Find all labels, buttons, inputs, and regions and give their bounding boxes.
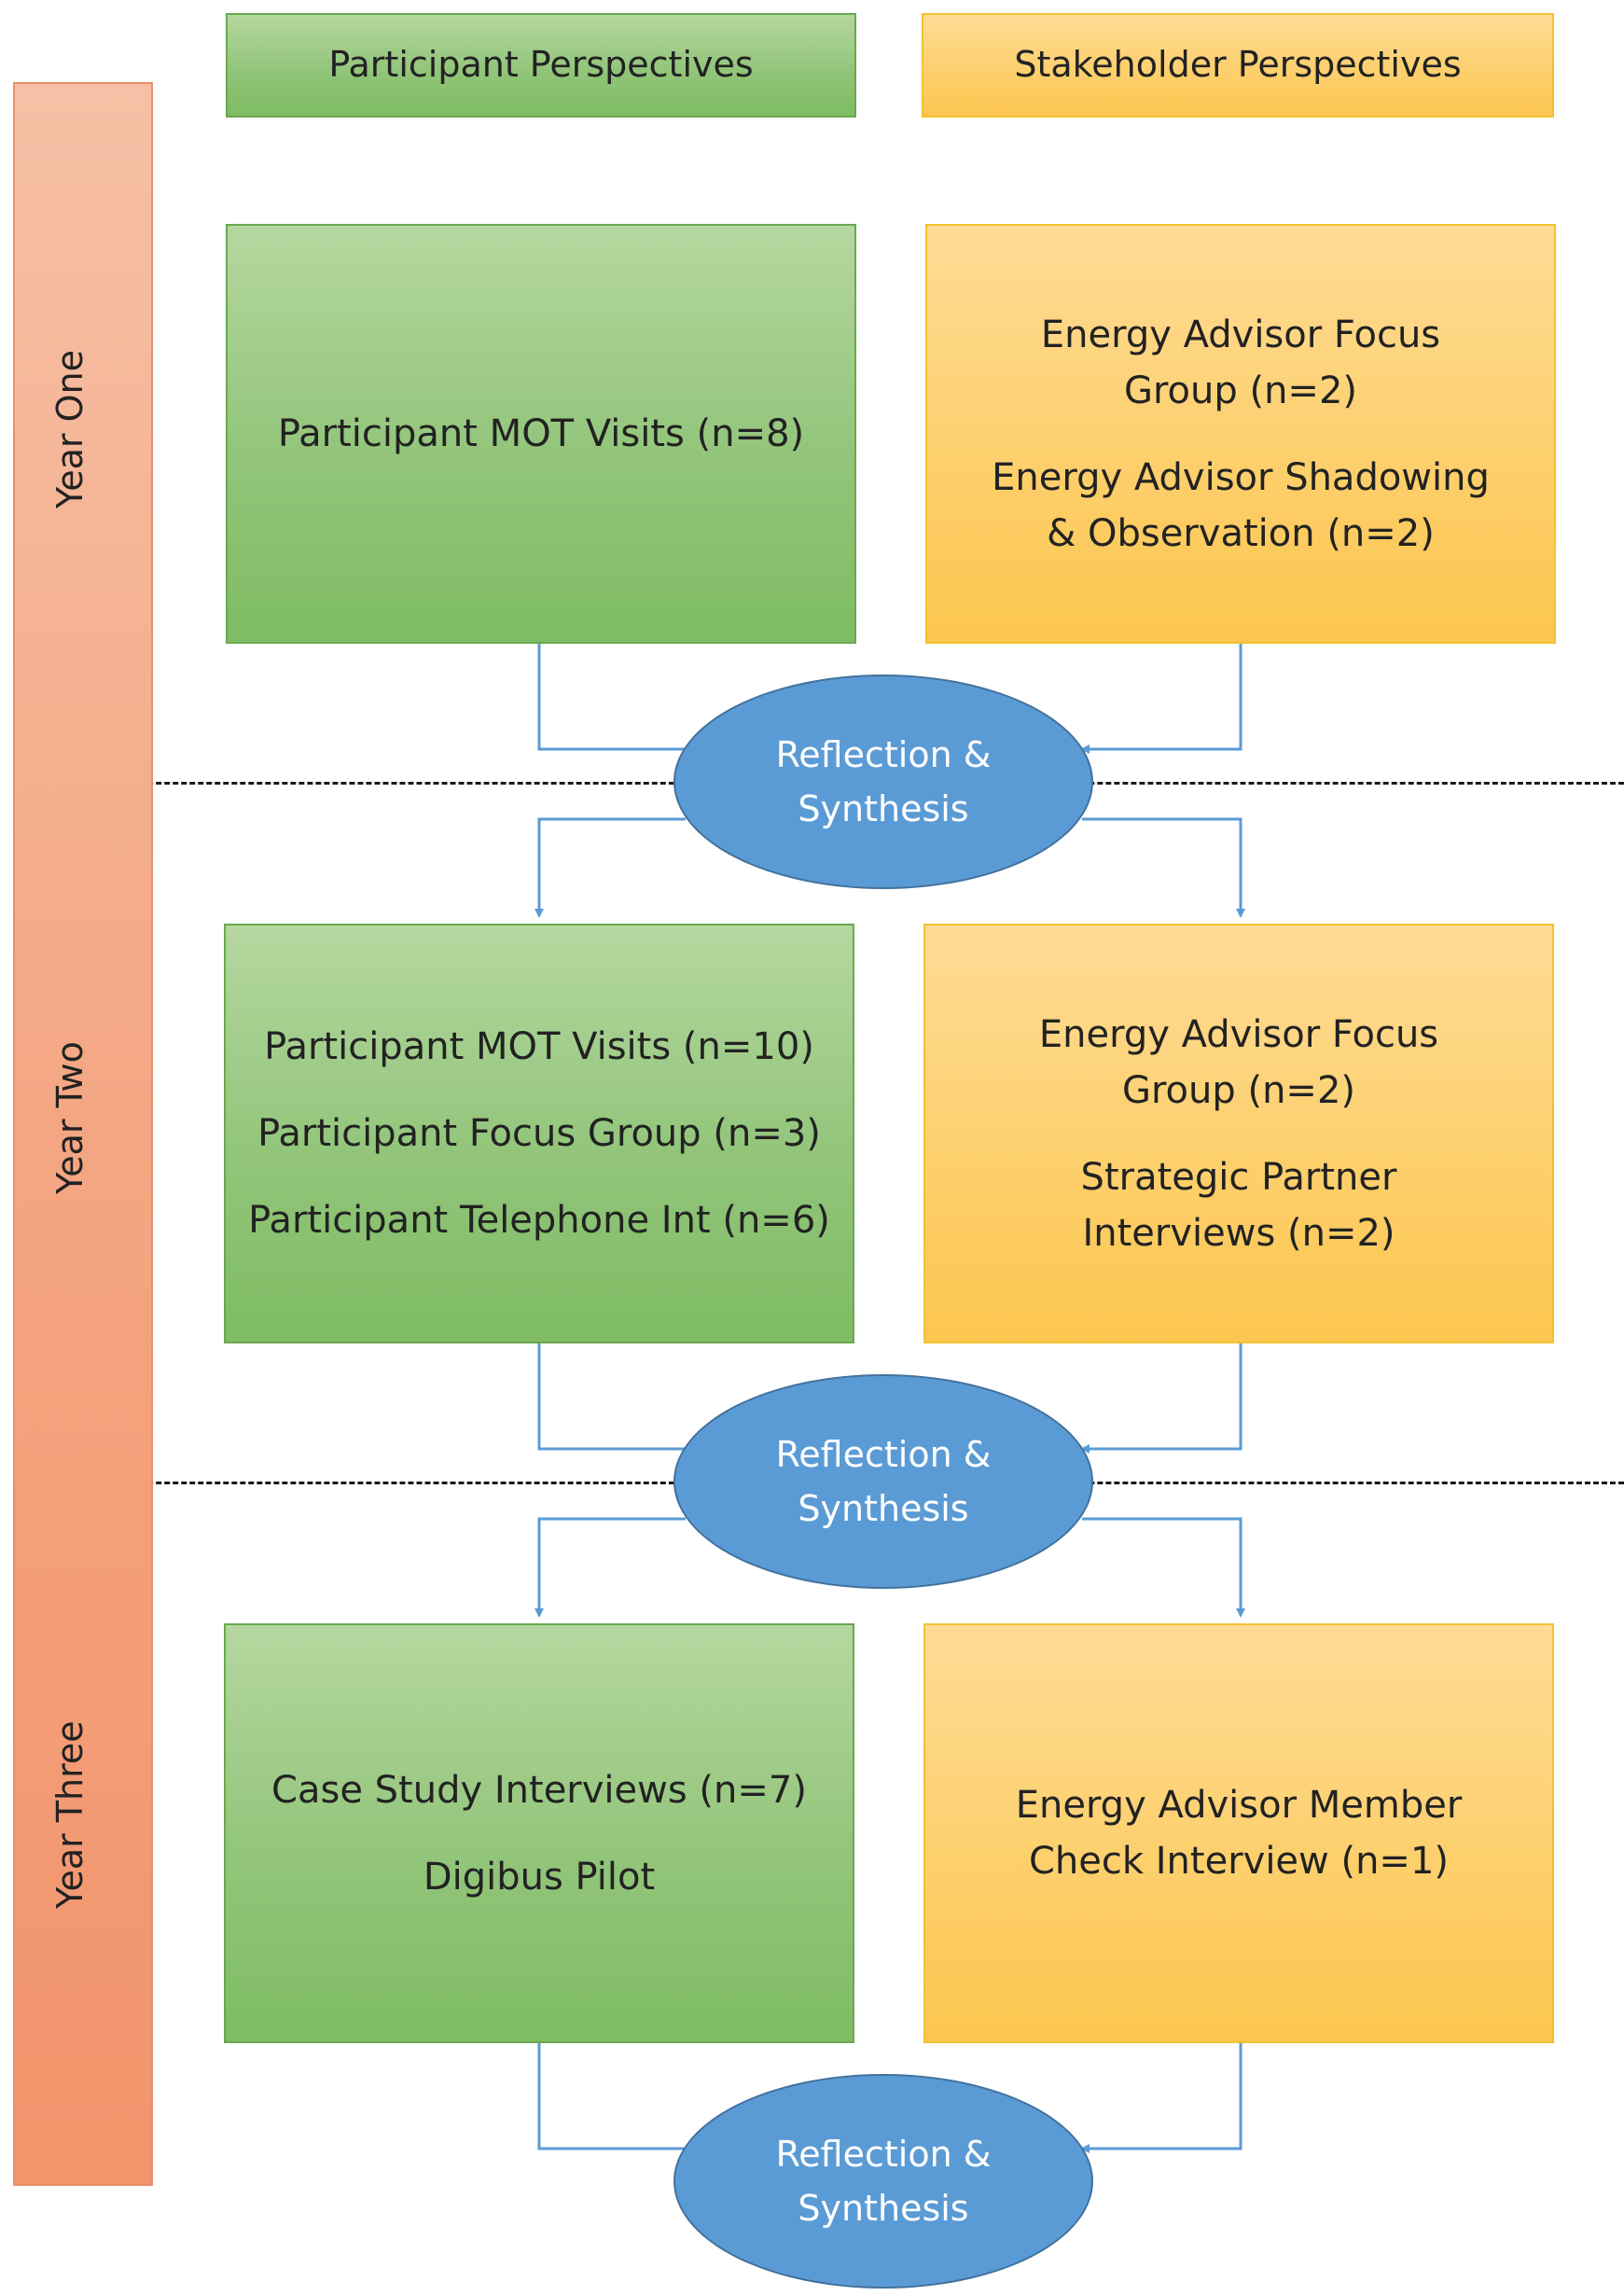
connector-y2-stakeholder-to-synthesis <box>1080 1343 1242 1454</box>
connector-synthesis1-to-y2-participant <box>534 817 686 918</box>
year-three-participant-item: Digibus Pilot <box>423 1855 656 1899</box>
year-two-participant-box: Participant MOT Visits (n=10) Participan… <box>224 924 854 1343</box>
year-two-stakeholder-item: Energy Advisor Focus Group (n=2) <box>1038 1012 1439 1112</box>
participant-perspectives-title: Participant Perspectives <box>328 44 754 86</box>
year-two-participant-item: Participant Telephone Int (n=6) <box>248 1199 830 1242</box>
year-three-stakeholder-item: Energy Advisor Member Check Interview (n… <box>1015 1784 1463 1883</box>
reflection-synthesis-line1: Reflection & <box>775 734 992 775</box>
year-two-label-text: Year Two <box>49 1041 90 1194</box>
year-three-participant-item: Case Study Interviews (n=7) <box>271 1768 807 1812</box>
reflection-synthesis-3: Reflection & Synthesis <box>673 2074 1093 2289</box>
connector-y3-stakeholder-to-synthesis <box>1080 2043 1242 2153</box>
stakeholder-perspectives-header: Stakeholder Perspectives <box>922 13 1554 118</box>
reflection-synthesis-line2: Synthesis <box>798 1488 969 1529</box>
stakeholder-perspectives-title: Stakeholder Perspectives <box>1014 44 1462 86</box>
year-three-stakeholder-box: Energy Advisor Member Check Interview (n… <box>923 1623 1554 2043</box>
connector-y1-participant-to-synthesis <box>537 644 697 754</box>
year-two-participant-item: Participant Focus Group (n=3) <box>257 1112 821 1155</box>
year-two-participant-item: Participant MOT Visits (n=10) <box>264 1025 814 1068</box>
year-one-label-text: Year One <box>49 350 90 508</box>
year-one-participant-item: Participant MOT Visits (n=8) <box>277 412 805 455</box>
year-one-participant-box: Participant MOT Visits (n=8) <box>226 224 856 644</box>
connector-synthesis2-to-y3-stakeholder <box>1082 1517 1245 1618</box>
connector-synthesis2-to-y3-participant <box>534 1517 686 1618</box>
connector-synthesis1-to-y2-stakeholder <box>1082 817 1245 918</box>
year-two-stakeholder-item: Strategic Partner Interviews (n=2) <box>1080 1155 1397 1255</box>
connector-y3-participant-to-synthesis <box>537 2043 697 2153</box>
year-one-stakeholder-item: Energy Advisor Focus Group (n=2) <box>1040 313 1441 412</box>
connector-y1-stakeholder-to-synthesis <box>1080 644 1242 754</box>
participant-perspectives-header: Participant Perspectives <box>226 13 856 118</box>
reflection-synthesis-line1: Reflection & <box>775 1434 992 1475</box>
year-timeline-bar <box>13 82 153 2186</box>
year-two-stakeholder-box: Energy Advisor Focus Group (n=2) Strateg… <box>923 924 1554 1343</box>
reflection-synthesis-2: Reflection & Synthesis <box>673 1374 1093 1589</box>
reflection-synthesis-line2: Synthesis <box>798 788 969 829</box>
reflection-synthesis-line1: Reflection & <box>775 2134 992 2175</box>
year-three-participant-box: Case Study Interviews (n=7) Digibus Pilo… <box>224 1623 854 2043</box>
year-one-stakeholder-item: Energy Advisor Shadowing & Observation (… <box>992 455 1490 555</box>
year-one-stakeholder-box: Energy Advisor Focus Group (n=2) Energy … <box>925 224 1556 644</box>
connector-y2-participant-to-synthesis <box>537 1343 697 1454</box>
year-three-label-text: Year Three <box>49 1720 90 1909</box>
reflection-synthesis-line2: Synthesis <box>798 2188 969 2229</box>
reflection-synthesis-1: Reflection & Synthesis <box>673 675 1093 889</box>
